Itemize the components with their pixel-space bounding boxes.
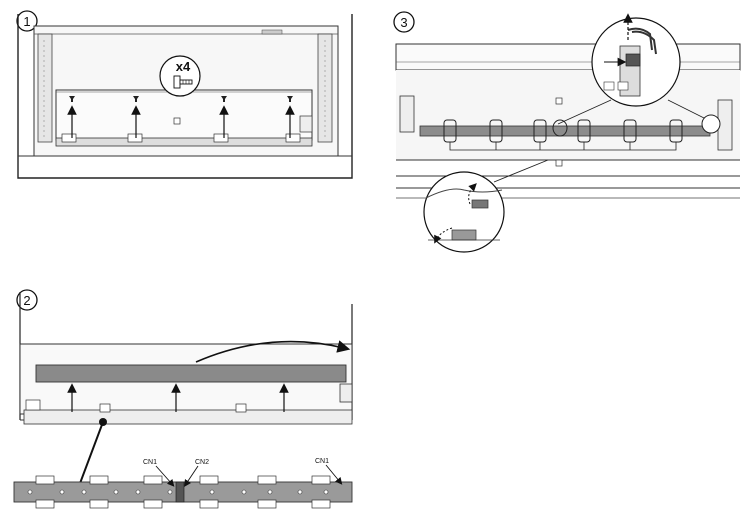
led-board-installed bbox=[419, 125, 711, 137]
cabinet-top-edge bbox=[395, 43, 741, 71]
connector-label-cn1-right: CN1 bbox=[315, 458, 329, 465]
screw-icon bbox=[69, 96, 75, 102]
removed-cover-panel bbox=[35, 364, 347, 383]
screw-detail-icon bbox=[173, 75, 193, 89]
step-2-badge bbox=[16, 289, 38, 311]
connector-labels: CN1 CN2 CN1 bbox=[143, 458, 343, 487]
led-board-strip bbox=[13, 475, 353, 509]
connector-label-cn1-left: CN1 bbox=[143, 459, 157, 466]
slide-out-arrow bbox=[195, 340, 351, 363]
screw-removal-arrows bbox=[67, 96, 295, 138]
right-rail bbox=[317, 33, 333, 143]
step-2-panel: 2 bbox=[13, 289, 353, 509]
screw-icon bbox=[287, 96, 293, 102]
connector-zoom-callout bbox=[591, 13, 681, 107]
cabinet-outline bbox=[17, 14, 353, 179]
screw-icon bbox=[133, 96, 139, 102]
step-3-number: 3 bbox=[400, 15, 407, 30]
step-1-badge bbox=[16, 10, 38, 32]
step-2-number: 2 bbox=[23, 293, 30, 308]
latch-zoom-callout bbox=[423, 171, 505, 253]
board-joint bbox=[175, 481, 185, 503]
step-3-badge bbox=[393, 11, 415, 33]
screw-quantity: x4 bbox=[176, 59, 191, 74]
step-3-panel: 3 bbox=[393, 11, 741, 253]
step-1-number: 1 bbox=[23, 14, 30, 29]
step-1-panel: 1 bbox=[16, 10, 353, 179]
bottom-cover-panel bbox=[55, 89, 313, 141]
screw-icon bbox=[221, 96, 227, 102]
left-rail bbox=[37, 33, 53, 143]
connector-label-cn2: CN2 bbox=[195, 459, 209, 466]
